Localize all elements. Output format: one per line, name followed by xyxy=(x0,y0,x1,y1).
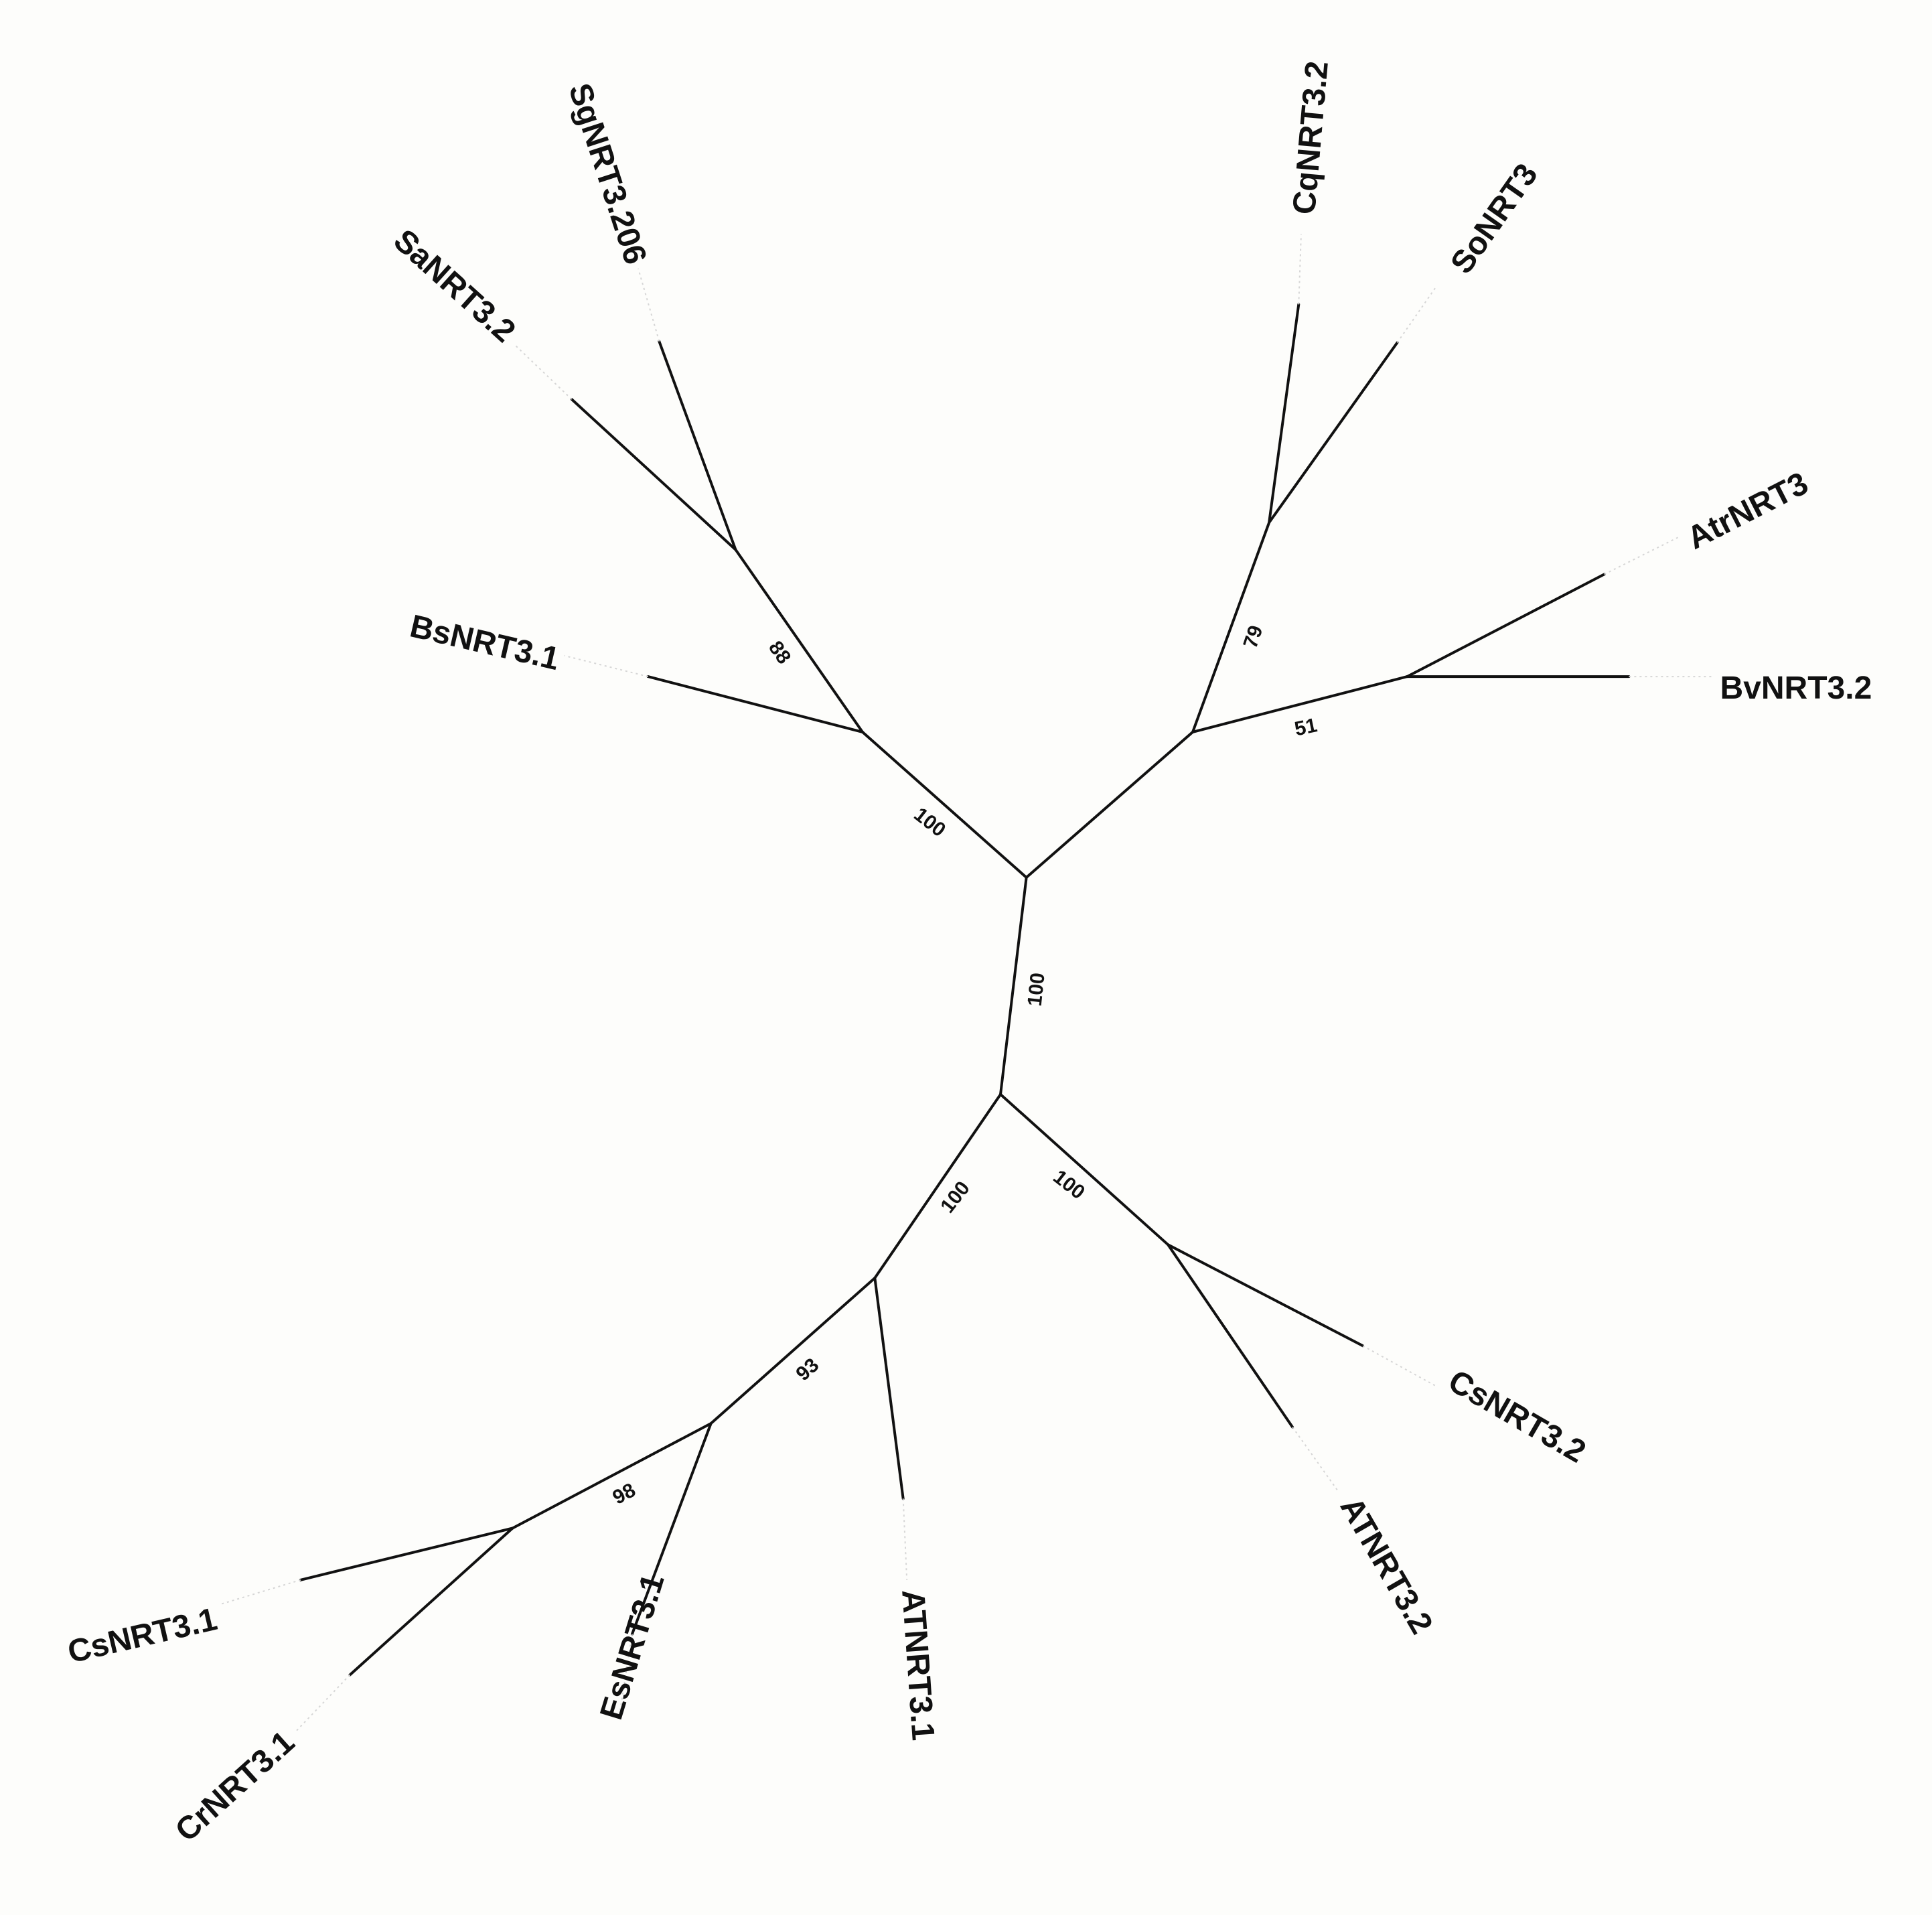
tree-branches xyxy=(299,303,1631,1677)
branch-l2-SgNRT3_206 xyxy=(658,340,737,551)
branch-r1-r2 xyxy=(1191,521,1271,733)
branch-b4-CsNRT3_1 xyxy=(299,1527,514,1581)
branch-b1-ATNRT3_2 xyxy=(1167,1243,1294,1429)
leader-CsNRT3_2 xyxy=(1362,1345,1437,1387)
branch-b4-CrNRT3_1 xyxy=(348,1527,514,1677)
support-value-s51: 51 xyxy=(1292,714,1319,740)
branch-top-bot xyxy=(999,876,1028,1096)
leaf-label-CsNRT3_1: CsNRT3.1 xyxy=(64,1602,220,1671)
leaf-label-EsNRT3_1: EsNRT3.1 xyxy=(593,1570,671,1724)
branch-b3-EsNRT3_1 xyxy=(630,1422,713,1636)
branch-l1-BsNRT3_1 xyxy=(646,675,864,733)
leaf-label-CsNRT3_2: CsNRT3.2 xyxy=(1442,1363,1592,1470)
support-value-s100_center: 100 xyxy=(1024,972,1049,1007)
branch-r3-AtrNRT3 xyxy=(1406,573,1606,679)
branch-top-l1 xyxy=(861,730,1028,879)
support-value-s100_lower_right: 100 xyxy=(1049,1165,1089,1204)
branch-l2-SaNRT3_2 xyxy=(570,398,737,551)
leader-AtrNRT3 xyxy=(1604,537,1679,575)
label-leaders xyxy=(219,234,1713,1732)
branch-r1-r3 xyxy=(1191,675,1409,733)
branch-bot-b1 xyxy=(999,1092,1170,1247)
support-value-s100_lower_left: 100 xyxy=(936,1178,974,1218)
leaf-label-CrNRT3_1: CrNRT3.1 xyxy=(169,1724,301,1849)
leaf-label-BsNRT3_1: BsNRT3.1 xyxy=(406,608,563,677)
branch-l1-l2 xyxy=(734,548,864,733)
leaf-label-ATNRT3_1: ATNRT3.1 xyxy=(895,1588,941,1742)
leader-CsNRT3_1 xyxy=(219,1579,301,1606)
branch-top-r1 xyxy=(1025,730,1195,879)
leader-BsNRT3_1 xyxy=(564,654,649,678)
support-value-s79: 79 xyxy=(1240,623,1268,651)
leaf-label-ATNRT3_2: ATNRT3.2 xyxy=(1333,1491,1440,1640)
branch-b2-ATNRT3_1 xyxy=(873,1277,905,1500)
leaf-label-SgNRT3_206: SgNRT3.206 xyxy=(561,79,653,269)
leaf-label-CqNRT3_2: CqNRT3.2 xyxy=(1286,60,1335,216)
branch-b3-b4 xyxy=(511,1422,713,1530)
support-values: 79 51 88 100 100 100 100 93 98 xyxy=(609,623,1319,1509)
leader-SoNRT3 xyxy=(1396,285,1438,344)
branch-b2-b3 xyxy=(709,1277,877,1425)
leader-ATNRT3_2 xyxy=(1292,1427,1339,1492)
leaf-label-BvNRT3_2: BvNRT3.2 xyxy=(1720,670,1872,706)
leader-CrNRT3_1 xyxy=(295,1674,351,1732)
leader-ATNRT3_1 xyxy=(902,1498,908,1580)
branch-b1-CsNRT3_2 xyxy=(1167,1243,1364,1348)
branch-bot-b2 xyxy=(873,1092,1002,1280)
branch-r2-SoNRT3 xyxy=(1268,341,1399,524)
leaf-labels: CqNRT3.2SoNRT3AtrNRT3BvNRT3.2CsNRT3.2ATN… xyxy=(64,60,1872,1849)
branch-r2-CqNRT3_2 xyxy=(1268,303,1301,524)
leaf-label-AtrNRT3: AtrNRT3 xyxy=(1682,466,1814,557)
leader-SgNRT3_206 xyxy=(638,268,660,342)
leaf-label-SaNRT3_2: SaNRT3.2 xyxy=(387,222,522,349)
leader-SaNRT3_2 xyxy=(514,344,573,400)
support-value-s93: 93 xyxy=(792,1354,823,1385)
leaf-label-SoNRT3: SoNRT3 xyxy=(1444,157,1545,280)
support-value-s98: 98 xyxy=(609,1479,640,1509)
support-value-s88: 88 xyxy=(764,637,795,668)
leader-CqNRT3_2 xyxy=(1298,234,1302,305)
support-value-s100_upper_left: 100 xyxy=(909,803,950,841)
